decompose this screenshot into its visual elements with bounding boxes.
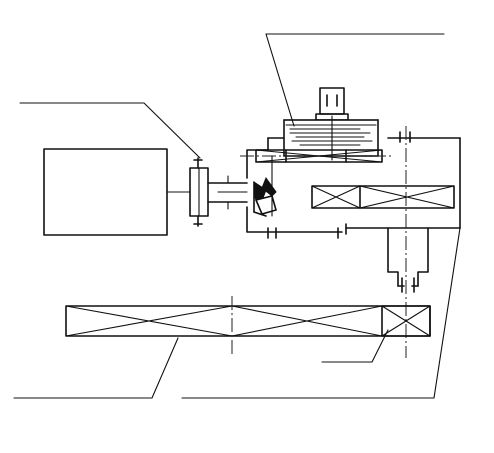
bevel-gear-pair — [253, 155, 277, 217]
intermediate-gear — [311, 185, 455, 209]
housing-leader — [181, 227, 461, 399]
coupling-leader — [19, 102, 201, 159]
breather-cap — [315, 87, 349, 121]
drum-bearing-leader — [321, 329, 389, 363]
output-shaft-sleeve — [387, 227, 429, 293]
drum-leader — [13, 337, 179, 399]
long-drum — [65, 296, 431, 356]
motor — [43, 148, 168, 236]
upper-shaft-bearing — [240, 149, 394, 163]
worm-gear-assembly — [283, 115, 379, 161]
coupling — [189, 157, 209, 227]
input-shaft — [207, 175, 248, 210]
worm-gear-leader — [265, 33, 445, 127]
drum-end-bearing — [381, 305, 431, 337]
